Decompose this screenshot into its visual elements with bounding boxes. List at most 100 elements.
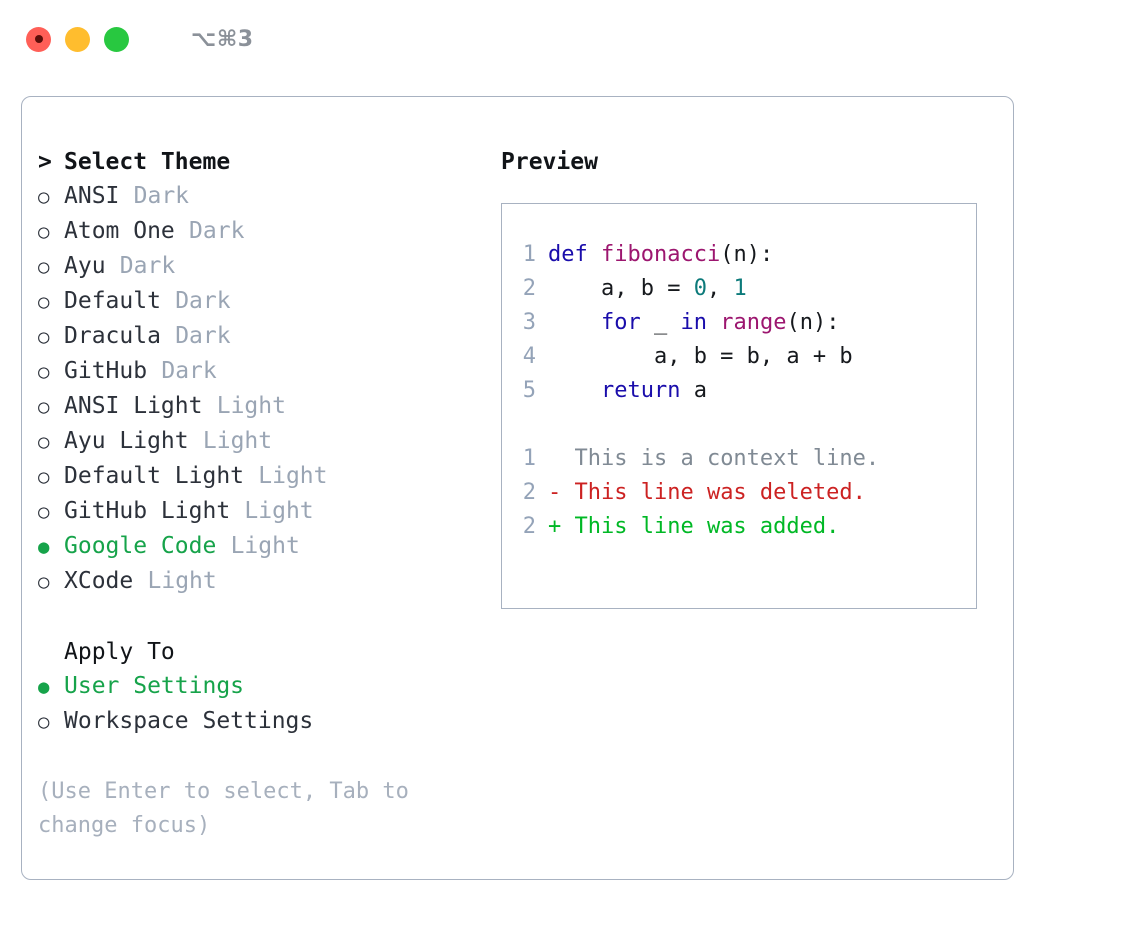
theme-option[interactable]: ○ GitHub Light Light [38,494,488,529]
theme-option-variant: Dark [133,183,190,209]
code-token-pln [548,378,601,403]
apply-to-option[interactable]: ●User Settings [38,669,488,704]
code-token-pln: a, b = b, a + b [548,344,853,369]
theme-option-label: Google Code [64,533,217,559]
theme-option[interactable]: ○ GitHub Dark [38,354,488,389]
code-token-pln: (n): [786,310,840,335]
title-bar: ⌥⌘3 [0,0,1140,78]
diff-line: 2- This line was deleted. [502,476,976,510]
code-token-pln [548,310,601,335]
preview-title: Preview [501,149,598,175]
traffic-lights [26,26,129,52]
radio-unselected-icon: ○ [38,571,50,593]
code-token-pln [707,310,720,335]
code-diff-separator [502,408,976,442]
code-token-kw: in [680,310,707,335]
diff-marker [548,442,561,476]
theme-option-variant: Dark [175,323,231,349]
theme-option[interactable]: ○ Ayu Dark [38,249,488,284]
theme-option[interactable]: ○ XCode Light [38,564,488,599]
radio-unselected-icon: ○ [38,361,50,383]
theme-option-variant: Light [244,498,314,524]
theme-option-label: Default [64,288,161,314]
code-line: 3 for _ in range(n): [502,306,976,340]
radio-unselected-icon: ○ [38,186,50,208]
theme-option-variant: Dark [161,358,217,384]
diff-sample: 1 This is a context line. 2- This line wa… [502,442,976,544]
radio-unselected-icon: ○ [38,501,50,523]
radio-selected-icon: ● [38,536,50,558]
theme-option-label: GitHub [64,358,148,384]
theme-option-variant: Dark [175,288,231,314]
theme-selector-title: Select Theme [64,149,231,175]
minimize-button[interactable] [65,26,90,52]
code-line: 5 return a [502,374,976,408]
code-line: 2 a, b = 0, 1 [502,272,976,306]
theme-option-variant: Dark [119,253,176,279]
code-line-number: 5 [522,378,536,403]
apply-to-option-label: Workspace Settings [64,708,314,734]
theme-option-label: Atom One [64,218,175,244]
theme-option[interactable]: ○ ANSI Dark [38,179,488,214]
apply-to-option[interactable]: ○ Workspace Settings [38,704,488,739]
apply-to-list: ●User Settings ○ Workspace Settings [38,669,488,739]
theme-option-label: ANSI [64,183,120,209]
apply-to-title: Apply To [64,639,175,665]
radio-unselected-icon: ○ [38,221,50,243]
apply-to-option-label: User Settings [64,673,245,699]
code-token-num: 0 [693,276,707,301]
diff-marker: - [548,480,562,505]
close-button[interactable] [26,26,51,52]
code-token-pln: a, b = [548,276,694,301]
theme-option-label: Ayu Light [64,428,189,454]
keyboard-hint-text: (Use Enter to select, Tab to change focu… [38,779,409,838]
code-token-kw: return [600,378,681,403]
theme-option-variant: Light [216,393,286,419]
theme-option-label: Ayu [64,253,106,279]
diff-line-number: 2 [522,514,536,539]
radio-unselected-icon: ○ [38,256,50,278]
code-line: 4 a, b = b, a + b [502,340,976,374]
code-token-kw: def [548,242,601,267]
diff-line-content: This is a context line. [561,446,880,471]
theme-option[interactable]: ● Google Code Light [38,529,488,564]
radio-unselected-icon: ○ [38,466,50,488]
theme-option-variant: Light [147,568,217,594]
code-line-number: 3 [522,310,536,335]
code-line-content: a, b = 0, 1 [548,272,747,306]
apply-to-header: Apply To [38,635,488,669]
code-line-number: 2 [522,276,536,301]
maximize-button[interactable] [104,26,129,52]
code-line-content: for _ in range(n): [548,306,839,340]
theme-option-label: XCode [64,568,134,594]
radio-unselected-icon: ○ [38,431,50,453]
theme-option-variant: Light [230,533,300,559]
theme-option-variant: Light [202,428,273,454]
diff-line: 2+ This line was added. [502,510,976,544]
code-token-pln: _ [640,310,681,335]
prompt-caret-icon: > [38,149,52,175]
code-line-content: a, b = b, a + b [548,340,853,374]
theme-option-label: GitHub Light [64,498,231,524]
keyboard-shortcut-label: ⌥⌘3 [191,26,254,52]
radio-unselected-icon: ○ [38,711,50,733]
theme-option[interactable]: ○ Ayu Light Light [38,424,488,459]
radio-unselected-icon: ○ [38,326,50,348]
code-line-number: 4 [522,344,536,369]
diff-line-number: 1 [522,446,536,471]
diff-line-content: This line was deleted. [561,480,866,505]
diff-line-number: 2 [522,480,536,505]
